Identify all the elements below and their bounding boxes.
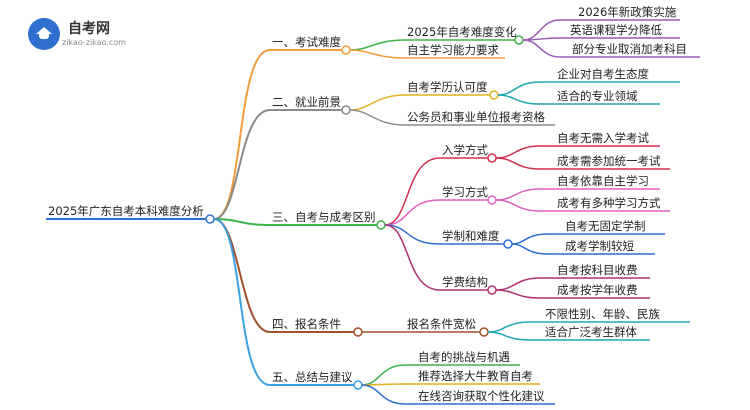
b3-c3-dot[interactable] xyxy=(503,239,513,249)
branch-1-dot[interactable] xyxy=(341,45,351,55)
b2-recognition: 自考学历认可度 xyxy=(407,80,488,94)
branch-exam-difficulty: 一、考试难度 xyxy=(272,35,341,49)
b3-admission: 入学方式 xyxy=(442,143,488,157)
branch-differences: 三、自考与成考区别 xyxy=(272,210,376,224)
branch-4-dot[interactable] xyxy=(353,327,363,337)
b1-new-policy: 2026年新政策实施 xyxy=(578,5,677,19)
b3-unified-exam: 成考需参加统一考试 xyxy=(557,154,661,168)
b3-self-study: 自考依靠自主学习 xyxy=(557,174,649,188)
b3-shorter-duration: 成考学制较短 xyxy=(565,239,634,253)
b3-no-entrance-exam: 自考无需入学考试 xyxy=(557,131,649,145)
branch-employment: 二、就业前景 xyxy=(272,95,341,109)
branch-5-dot[interactable] xyxy=(353,380,363,390)
b1-self-study-ability: 自主学习能力要求 xyxy=(407,43,499,57)
b1-difficulty-change: 2025年自考难度变化 xyxy=(407,25,517,39)
b3-per-subject-fee: 自考按科目收费 xyxy=(557,263,638,277)
graduation-cap-icon xyxy=(28,18,60,50)
b1-cancel-extra-exam: 部分专业取消加考科目 xyxy=(572,42,687,56)
b4-wide-audience: 适合广泛考生群体 xyxy=(545,325,637,339)
branch-2-dot[interactable] xyxy=(341,105,351,115)
b3-c4-dot[interactable] xyxy=(487,285,497,295)
b3-per-year-fee: 成考按学年收费 xyxy=(557,283,638,297)
branch-registration: 四、报名条件 xyxy=(272,317,341,331)
b3-duration: 学制和难度 xyxy=(442,229,500,243)
b4-c1-dot[interactable] xyxy=(479,327,489,337)
b3-multiple-ways: 成考有多种学习方式 xyxy=(557,196,661,210)
branch-3-dot[interactable] xyxy=(376,220,386,230)
b2-suitable-fields: 适合的专业领域 xyxy=(557,89,638,103)
b2-civil-service: 公务员和事业单位报考资格 xyxy=(407,110,545,124)
b5-consult: 在线咨询获取个性化建议 xyxy=(418,389,545,403)
logo-title: 自考网 xyxy=(68,21,110,37)
b2-c1-dot[interactable] xyxy=(489,90,499,100)
b1-c1-dot[interactable] xyxy=(514,35,524,45)
b3-learning: 学习方式 xyxy=(442,185,488,199)
b2-employer-attitude: 企业对自考生态度 xyxy=(557,67,649,81)
site-logo[interactable]: 自考网 zikao-zikao.com xyxy=(22,16,172,56)
b3-c1-dot[interactable] xyxy=(487,153,497,163)
b4-lenient-requirements: 报名条件宽松 xyxy=(407,317,476,331)
branch-summary: 五、总结与建议 xyxy=(272,370,353,384)
b5-challenges: 自考的挑战与机遇 xyxy=(418,350,510,364)
b3-c2-dot[interactable] xyxy=(487,195,497,205)
b3-fees: 学费结构 xyxy=(442,275,488,289)
root-node-dot[interactable] xyxy=(205,214,215,224)
b1-english-credits: 英语课程学分降低 xyxy=(570,23,662,37)
logo-url: zikao-zikao.com xyxy=(62,38,126,47)
root-topic: 2025年广东自考本科难度分析 xyxy=(48,204,204,218)
b4-no-restrictions: 不限性别、年龄、民族 xyxy=(545,307,660,321)
b5-recommend: 推荐选择大牛教育自考 xyxy=(418,369,533,383)
b3-no-fixed-duration: 自考无固定学制 xyxy=(565,219,646,233)
